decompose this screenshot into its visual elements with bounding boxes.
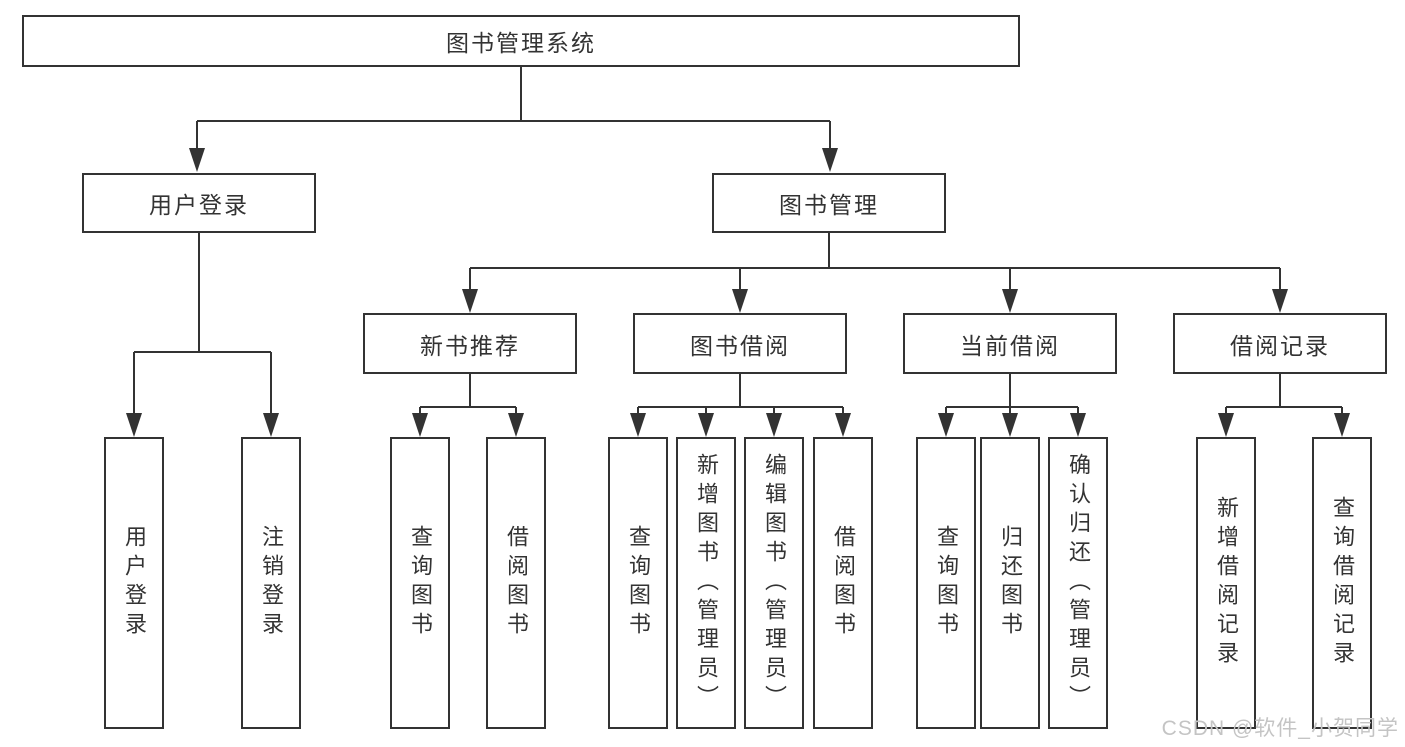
- node-current-borrow: 当前借阅: [903, 313, 1117, 374]
- leaf-label: 新增借阅记录: [1214, 496, 1239, 670]
- leaf-logout: 注销登录: [241, 437, 301, 729]
- leaf-current-confirm-return-admin: 确认归还（管理员）: [1048, 437, 1108, 729]
- leaf-label: 用户登录: [122, 525, 147, 641]
- leaf-label: 查询图书: [934, 525, 959, 641]
- leaf-borrow-add-books-admin: 新增图书（管理员）: [676, 437, 736, 729]
- leaf-borrow-borrow-books: 借阅图书: [813, 437, 873, 729]
- node-book-management: 图书管理: [712, 173, 946, 233]
- leaf-label: 注销登录: [259, 525, 284, 641]
- leaf-user-login: 用户登录: [104, 437, 164, 729]
- leaf-label: 借阅图书: [504, 525, 529, 641]
- node-label: 图书管理系统: [446, 30, 596, 56]
- leaf-label: 查询图书: [626, 525, 651, 641]
- leaf-recommend-query-books: 查询图书: [390, 437, 450, 729]
- node-label: 借阅记录: [1230, 332, 1330, 359]
- leaf-label: 查询借阅记录: [1330, 496, 1355, 670]
- leaf-label: 编辑图书（管理员）: [762, 452, 787, 714]
- leaf-records-query-record: 查询借阅记录: [1312, 437, 1372, 729]
- node-label: 用户登录: [149, 192, 249, 218]
- node-label: 图书管理: [779, 192, 879, 218]
- leaf-current-query-books: 查询图书: [916, 437, 976, 729]
- leaf-recommend-borrow-books: 借阅图书: [486, 437, 546, 729]
- node-user-login: 用户登录: [82, 173, 316, 233]
- leaf-label: 借阅图书: [831, 525, 856, 641]
- leaf-current-return-books: 归还图书: [980, 437, 1040, 729]
- node-library-management-system: 图书管理系统: [22, 15, 1020, 67]
- leaf-label: 新增图书（管理员）: [694, 452, 719, 714]
- leaf-records-add-record: 新增借阅记录: [1196, 437, 1256, 729]
- node-borrow-records: 借阅记录: [1173, 313, 1387, 374]
- leaf-label: 查询图书: [408, 525, 433, 641]
- leaf-borrow-query-books: 查询图书: [608, 437, 668, 729]
- node-new-book-recommend: 新书推荐: [363, 313, 577, 374]
- node-book-borrow: 图书借阅: [633, 313, 847, 374]
- node-label: 新书推荐: [420, 332, 520, 359]
- node-label: 图书借阅: [690, 332, 790, 359]
- leaf-borrow-edit-books-admin: 编辑图书（管理员）: [744, 437, 804, 729]
- leaf-label: 确认归还（管理员）: [1066, 452, 1091, 714]
- leaf-label: 归还图书: [998, 525, 1023, 641]
- node-label: 当前借阅: [960, 332, 1060, 359]
